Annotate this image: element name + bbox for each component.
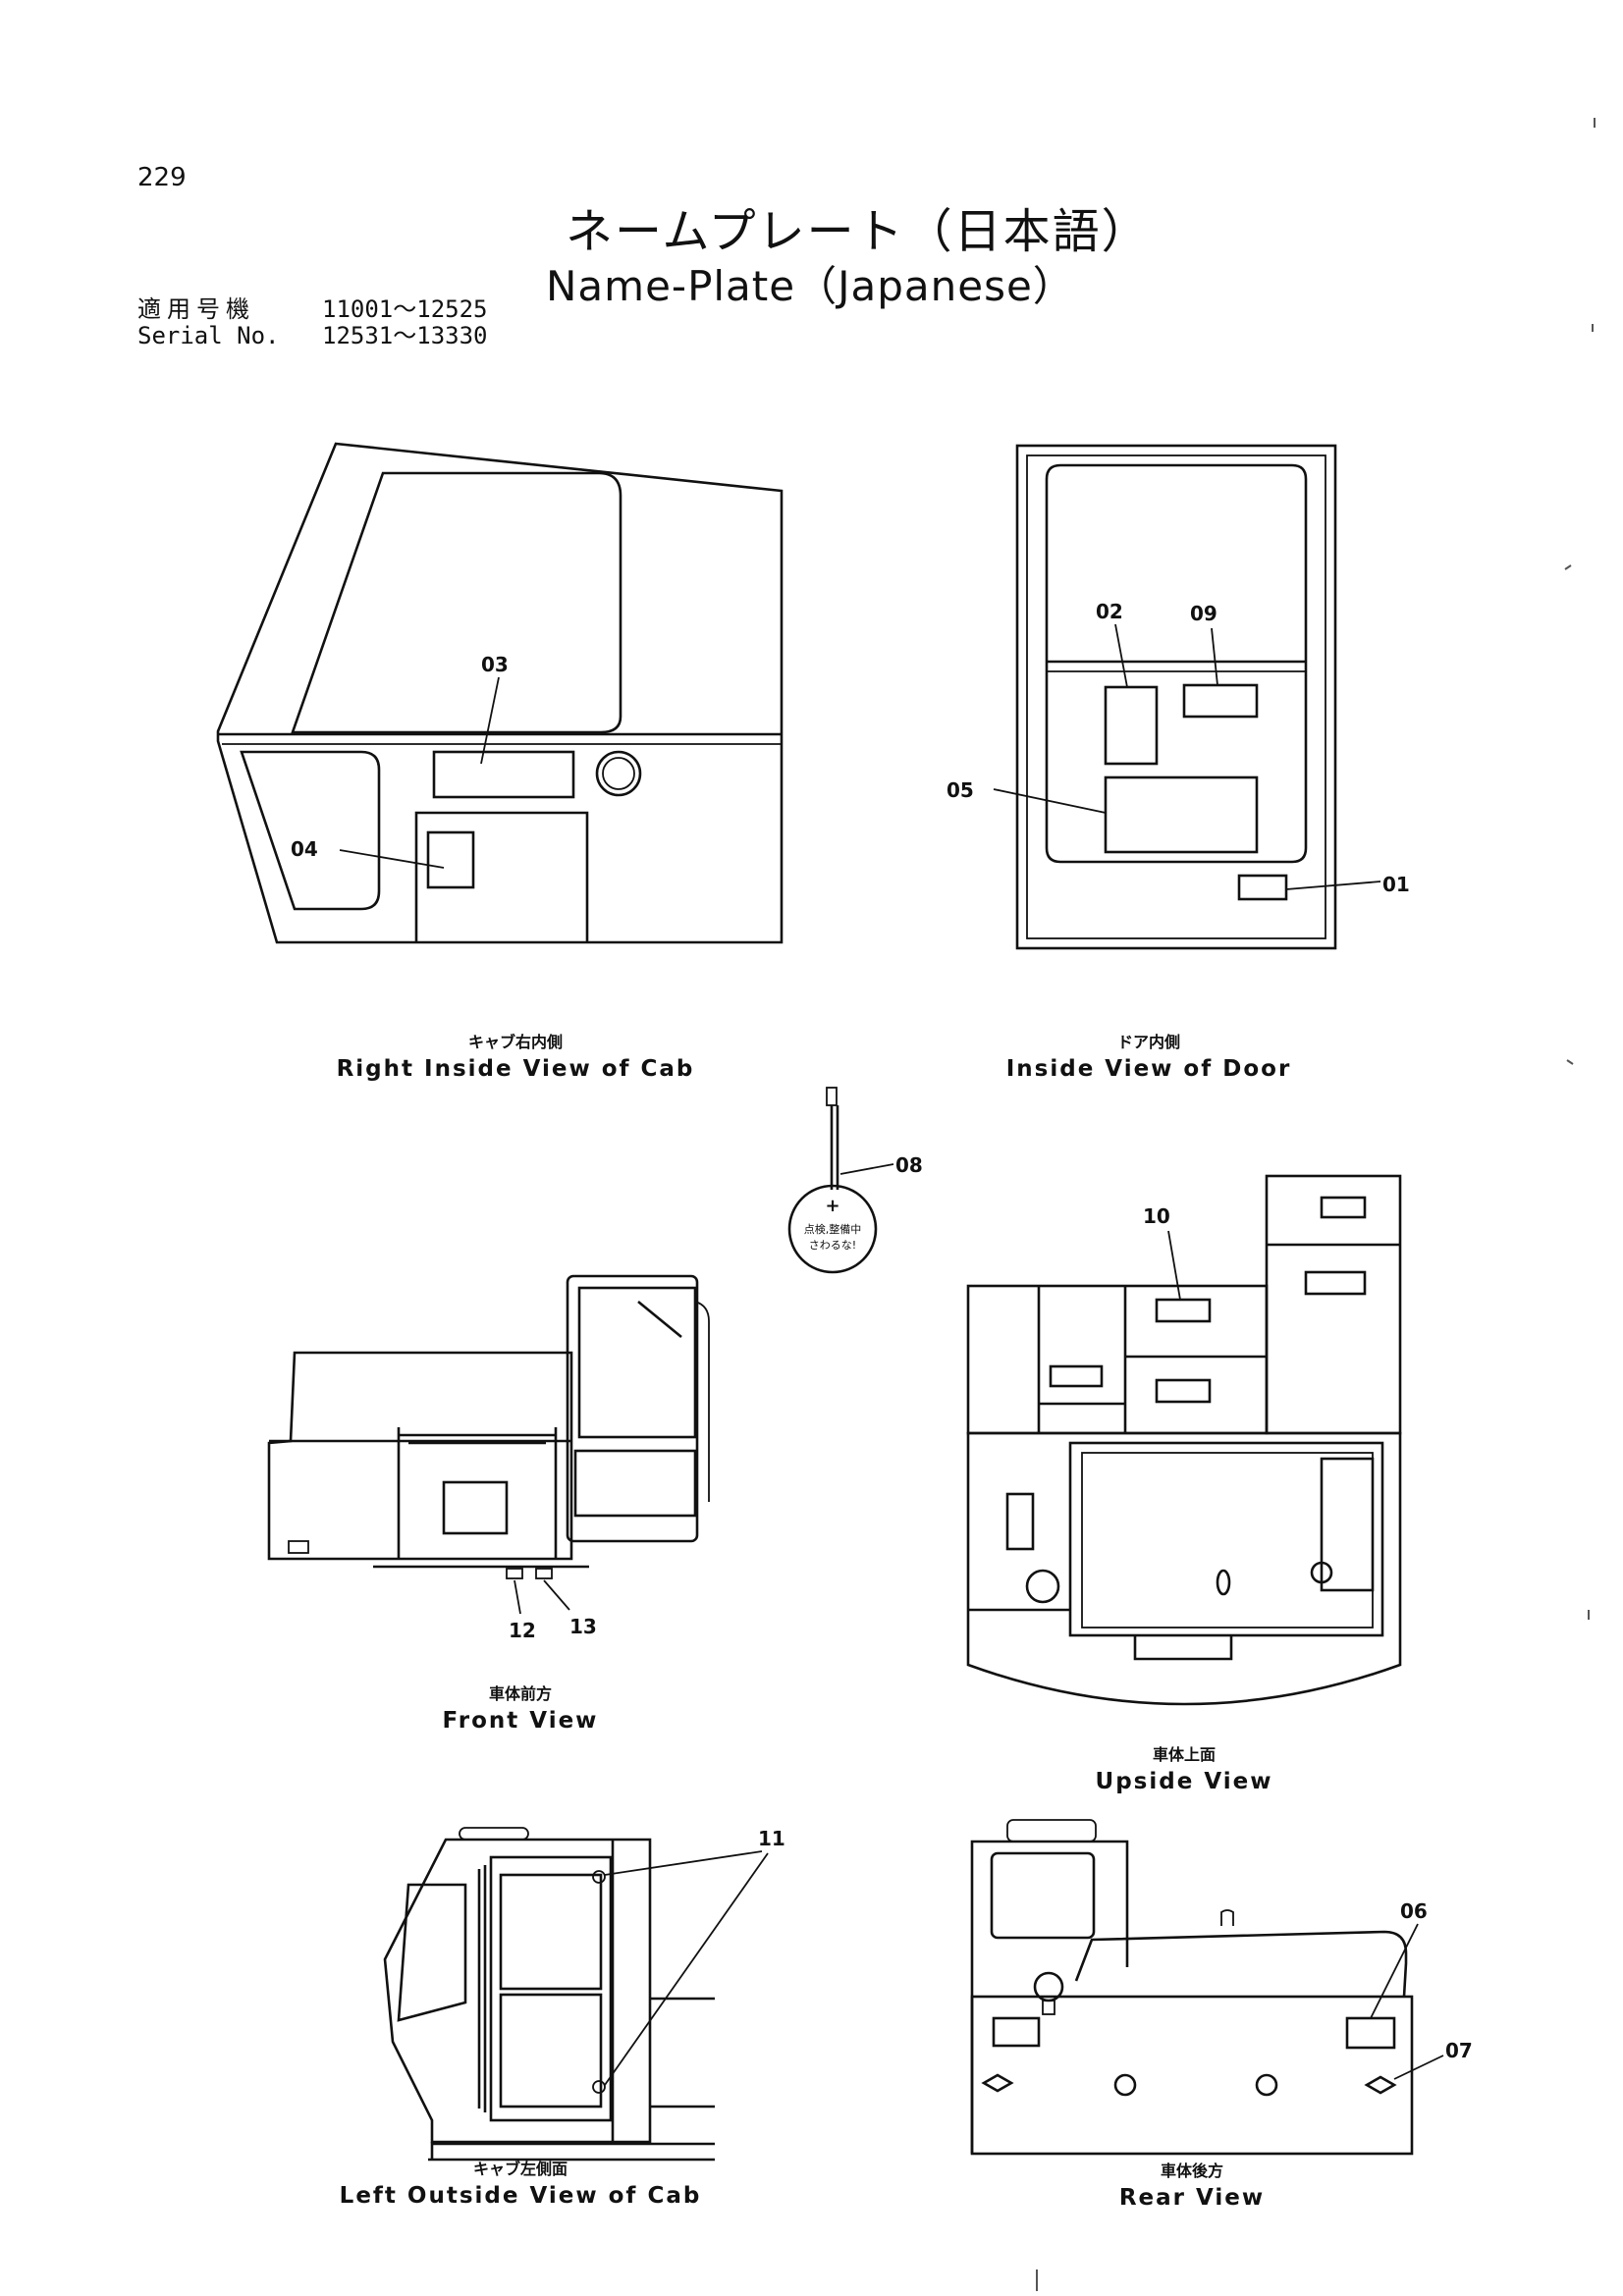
plate-01 [1237,874,1288,901]
callout-10: 10 [1143,1204,1170,1228]
caption-right-inside-cab-en: Right Inside View of Cab [336,1056,695,1082]
plate-05 [1104,775,1259,854]
plate-08-tag: + 点検,整備中 さわるな! 08 [787,1087,923,1274]
serial-range-2: 12531～13330 [322,322,488,349]
callout-03: 03 [481,653,509,676]
callout-02: 02 [1096,600,1123,623]
front-boom-bracket [397,1427,558,1559]
leader-04 [339,849,445,869]
caption-right-inside-cab-jp: キャブ右内側 [467,1033,563,1051]
callout-06: 06 [1400,1899,1428,1923]
right-inside-cab-view: 03 04 [216,442,784,944]
upside-view: 10 [966,1174,1402,1706]
caption-rear-view-en: Rear View [1118,2185,1266,2211]
page-title-japanese: ネームプレート（日本語） [566,204,1151,259]
left-cab-door [489,1855,613,2122]
caption-rear-view-jp: 車体後方 [1160,2162,1223,2180]
page-title-english: Name-Plate（Japanese） [546,262,1075,310]
cab-right-console [414,811,589,942]
plate-12 [506,1568,523,1579]
plate-03 [432,750,575,799]
caption-front-view-jp: 車体前方 [488,1684,552,1703]
leader-05 [993,788,1107,814]
caption-upside-view-en: Upside View [1095,1769,1273,1794]
rear-cab-window [990,1851,1096,1940]
inside-door-view: 02 09 05 01 [947,444,1410,950]
callout-05: 05 [947,778,974,802]
front-body [267,1351,573,1561]
caption-upside-view: 車体上面 Upside View [1037,1741,1331,1794]
rear-view: 06 07 [970,1819,1473,2156]
left-outside-cab-view: 11 [383,1827,785,2162]
callout-12: 12 [509,1619,536,1642]
callout-04: 04 [291,837,318,861]
cab-right-window [291,471,622,734]
caption-inside-door-jp: ドア内側 [1116,1033,1180,1051]
leader-13 [543,1579,570,1611]
rear-engine-cover [1074,1930,1408,1998]
leader-06 [1370,1923,1419,2019]
plate-09 [1182,683,1259,719]
leader-01 [1285,881,1381,890]
caption-rear-view: 車体後方 Rear View [1045,2158,1339,2211]
caption-right-inside-cab: キャブ右内側 Right Inside View of Cab [304,1029,727,1082]
leader-03 [480,676,500,765]
plate-02 [1104,685,1159,766]
leader-11a [604,1850,763,1876]
caption-inside-door-en: Inside View of Door [1005,1056,1292,1082]
upside-left-block [966,1284,1269,1435]
rear-lamp-left [992,2016,1041,2048]
serial-label-japanese: 適用号機 [137,295,255,323]
cab-right-lower-window [240,750,381,911]
leader-09 [1211,627,1218,686]
front-cab [566,1274,699,1543]
page-number: 229 [137,163,187,192]
front-view: 12 13 [267,1274,710,1642]
svg-text:+: + [825,1196,839,1216]
plate-04 [426,830,475,889]
plate-13 [535,1568,553,1579]
callout-11: 11 [758,1827,785,1850]
cab-right-outline [216,442,784,944]
door-window-frame [1045,463,1308,864]
caption-upside-view-jp: 車体上面 [1152,1745,1216,1764]
caption-left-outside-cab-en: Left Outside View of Cab [339,2183,702,2209]
plate-08-text-line1: 点検,整備中 [804,1222,862,1236]
serial-label-english: Serial No. [137,322,280,349]
callout-13: 13 [569,1615,597,1638]
leader-02 [1114,623,1128,688]
left-cab-front-window [397,1883,467,2022]
leader-12 [514,1579,521,1615]
caption-front-view: 車体前方 Front View [373,1681,668,1734]
caption-front-view-en: Front View [442,1708,599,1734]
serial-range-1: 11001～12525 [322,295,488,323]
callout-01: 01 [1382,873,1410,896]
upside-upper-structure [966,1431,1402,1706]
caption-left-outside-cab: キャブ左側面 Left Outside View of Cab [324,2156,717,2209]
upside-right-tower [1265,1174,1402,1435]
door-outer [1015,444,1337,950]
front-boom-window [442,1480,509,1535]
leader-11b [604,1852,769,2086]
leader-07 [1393,2055,1444,2080]
rear-counterweight [970,1995,1414,2156]
callout-07: 07 [1445,2039,1473,2062]
plate-06 [1345,2016,1396,2050]
plate-10 [1155,1298,1212,1323]
front-cab-window [577,1286,697,1439]
margin-marks [1036,118,1596,2291]
plate-08-text-line2: さわるな! [809,1239,856,1252]
callout-08: 08 [895,1153,923,1177]
leader-08 [839,1163,894,1175]
front-cab-lower [573,1449,697,1518]
plate-08 [787,1184,878,1274]
upside-deck [1068,1441,1384,1637]
caption-left-outside-cab-jp: キャブ左側面 [472,2160,568,2178]
plate-07 [1364,2075,1397,2095]
left-cab-outline [383,1838,652,2144]
leader-10 [1167,1230,1181,1301]
caption-inside-door: ドア内側 Inside View of Door [943,1029,1355,1082]
callout-09: 09 [1190,602,1217,625]
